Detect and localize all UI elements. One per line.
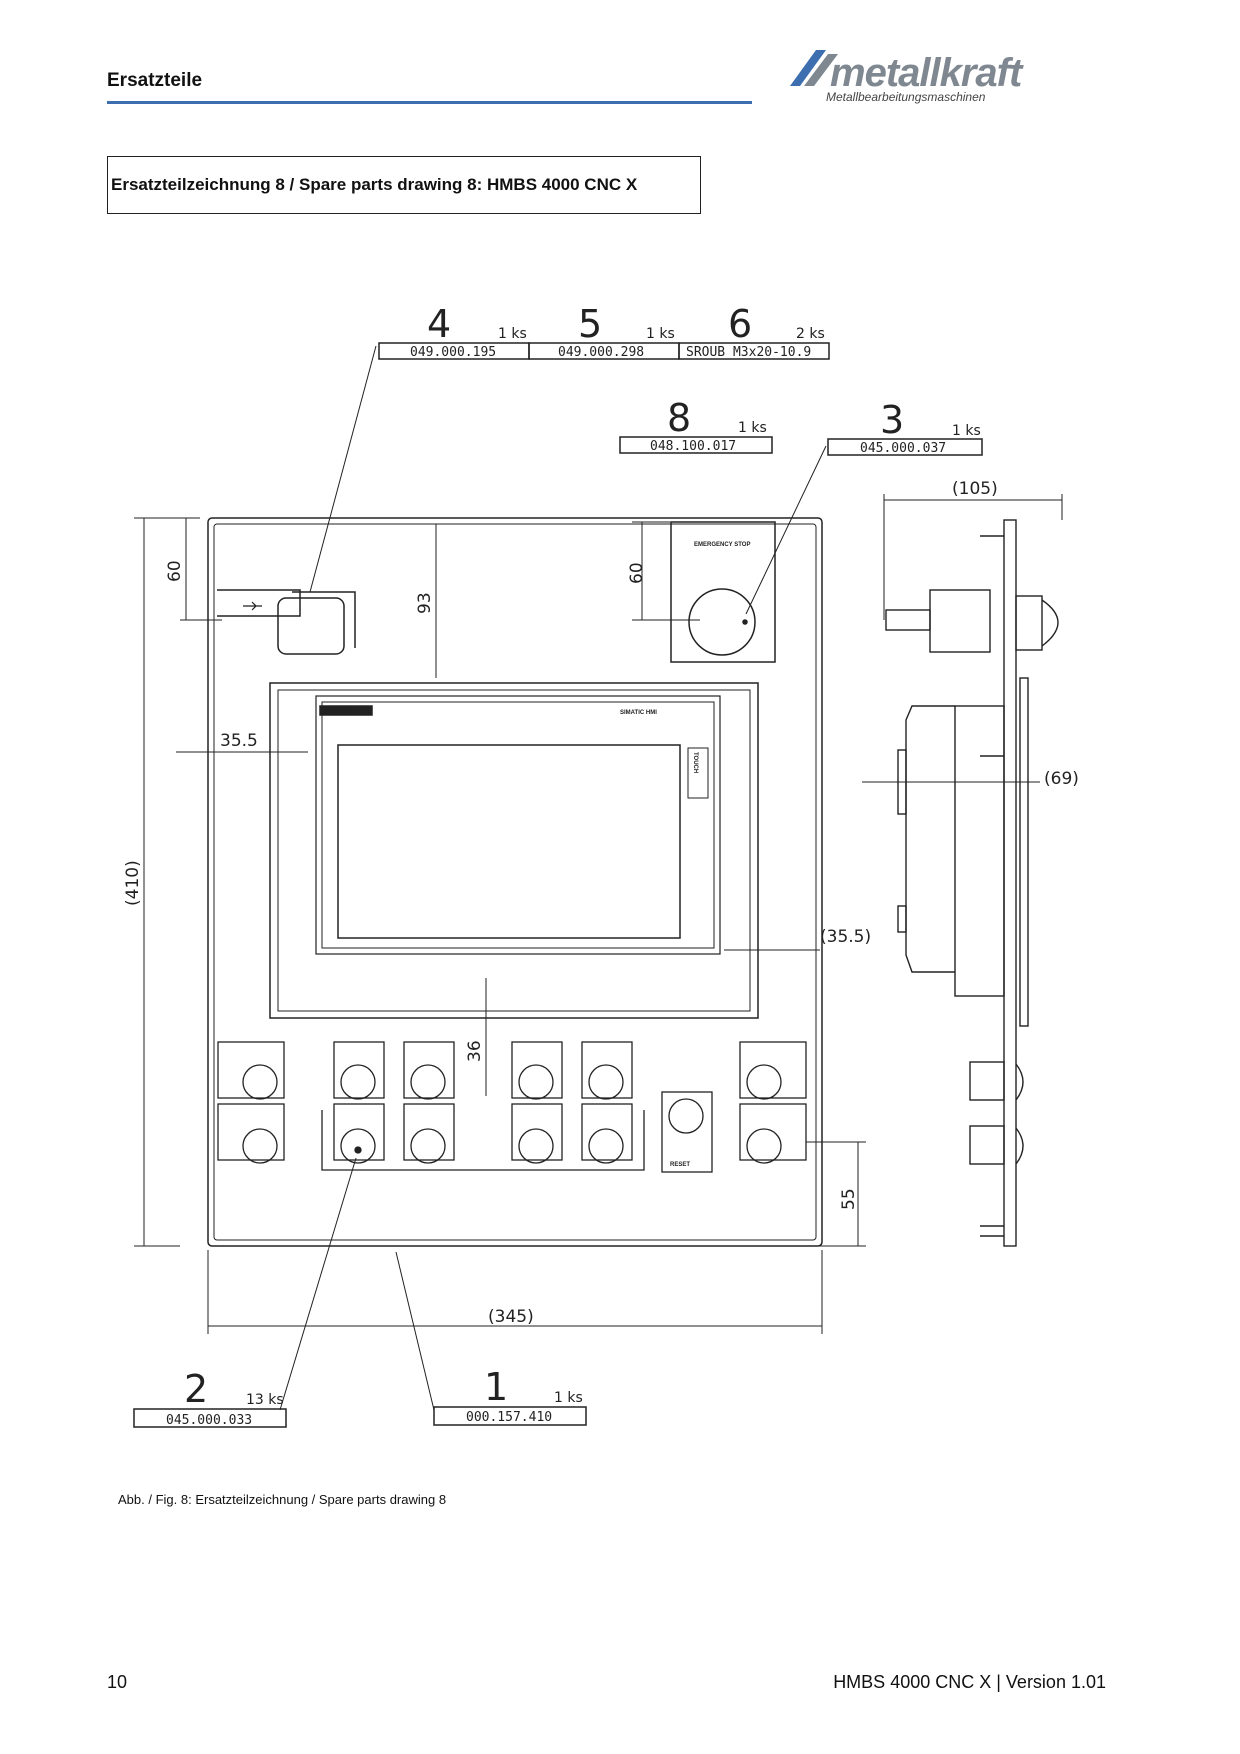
callout-3-qty: 1 ks (952, 423, 981, 439)
section-title: Ersatzteile (107, 70, 203, 91)
usb-port (217, 589, 301, 617)
touch-label: TOUCH (692, 752, 698, 773)
metallkraft-logo: metallkraft (790, 50, 1025, 95)
callout-6-qty: 2 ks (796, 326, 825, 342)
dim-410: (410) (123, 860, 143, 906)
callout-1-qty: 1 ks (554, 1390, 583, 1406)
callout-5-qty: 1 ks (646, 326, 675, 342)
reset-label: RESET (670, 1162, 690, 1168)
callout-2-qty: 13 ks (246, 1392, 284, 1408)
callout-4-part: 049.000.195 (410, 345, 496, 360)
panel-outline (207, 517, 823, 1247)
dim-345: (345) (488, 1307, 534, 1327)
callout-6-number: 6 (728, 302, 752, 346)
callout-6-part: SROUB M3x20-10.9 (686, 345, 811, 360)
document-version: HMBS 4000 CNC X | Version 1.01 (833, 1672, 1106, 1692)
callout-8-number: 8 (667, 396, 691, 440)
emergency-stop-box (670, 521, 776, 663)
dim-36: 36 (465, 1040, 485, 1062)
dim-35-5-right: (35.5) (820, 927, 871, 947)
logo-subtitle: Metallbearbeitungsmaschinen (826, 90, 986, 104)
callout-5-part: 049.000.298 (558, 345, 644, 360)
dim-35-5: 35.5 (220, 731, 258, 751)
dim-60-right: 60 (627, 562, 647, 584)
callout-4-number: 4 (427, 302, 451, 346)
emergency-stop-label: EMERGENCY STOP (694, 542, 750, 548)
callout-2-number: 2 (184, 1367, 208, 1411)
button-row (217, 1041, 807, 1173)
callout-3-part: 045.000.037 (860, 441, 946, 456)
logo-mark-icon (790, 50, 838, 86)
page-number: 10 (107, 1672, 128, 1692)
logo-wordmark: metallkraft (830, 51, 1024, 95)
siemens-label: SIEMENS (324, 709, 351, 715)
drawing-title-box: Ersatzteilzeichnung 8 / Spare parts draw… (107, 156, 701, 214)
callout-3-number: 3 (880, 398, 904, 442)
callout-5-number: 5 (578, 302, 602, 346)
touch-label-box (687, 747, 709, 799)
leader-lines (279, 345, 827, 1411)
simatic-hmi-label: SIMATIC HMI (620, 710, 657, 716)
callout-8-part: 048.100.017 (650, 439, 736, 454)
header-rule (107, 101, 752, 104)
callout-8-qty: 1 ks (738, 420, 767, 436)
figure-caption: Abb. / Fig. 8: Ersatzteilzeichnung / Spa… (118, 1492, 447, 1507)
callout-4-qty: 1 ks (498, 326, 527, 342)
hmi-frame (269, 682, 759, 1019)
callout-1-number: 1 (484, 1365, 508, 1409)
dimension-lines (134, 494, 1063, 1334)
emergency-stop-button (688, 588, 756, 656)
callout-2-part: 045.000.033 (166, 1413, 252, 1428)
spare-parts-drawing: 4 1 ks 049.000.195 5 1 ks 049.000.298 6 … (123, 302, 1079, 1428)
hmi-screen (337, 744, 681, 939)
side-view (885, 519, 1059, 1247)
dim-105: (105) (952, 479, 998, 499)
usb-icon (243, 601, 262, 611)
callout-1-part: 000.157.410 (466, 1410, 552, 1425)
dim-93: 93 (415, 592, 435, 614)
dim-55: 55 (839, 1188, 859, 1210)
dim-60-left: 60 (165, 560, 185, 582)
dim-69: (69) (1044, 769, 1079, 789)
